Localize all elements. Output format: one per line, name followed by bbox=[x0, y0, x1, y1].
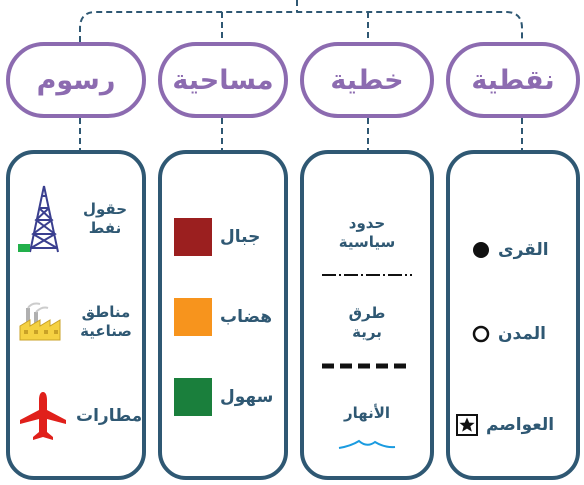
legend-industrial-zones: مناطق صناعية bbox=[18, 302, 136, 342]
open-circle-icon bbox=[472, 325, 490, 343]
legend-airports: مطارات bbox=[18, 390, 142, 442]
roads-label: طرق برية bbox=[348, 304, 386, 341]
oil-fields-label: حقول نفط bbox=[82, 200, 128, 237]
header-linear-label: خطية bbox=[330, 64, 404, 96]
plateaus-swatch bbox=[174, 298, 212, 336]
header-point: نقطية bbox=[446, 42, 580, 118]
river-line-icon bbox=[338, 439, 396, 449]
legend-villages: القرى bbox=[472, 240, 549, 260]
airports-label: مطارات bbox=[76, 406, 143, 426]
factory-icon bbox=[19, 302, 61, 341]
header-point-label: نقطية bbox=[471, 64, 555, 96]
road-line-icon bbox=[322, 363, 412, 369]
header-linear: خطية bbox=[300, 42, 434, 118]
star-box-icon bbox=[456, 414, 478, 436]
header-drawings-label: رسوم bbox=[36, 64, 116, 96]
panel-drawings: حقول نفط مناطق صناعية مطارات bbox=[6, 150, 146, 480]
header-areal-label: مساحية bbox=[172, 64, 274, 96]
panel-areal: جبال هضاب سهول bbox=[158, 150, 288, 480]
legend-plateaus: هضاب bbox=[174, 298, 272, 336]
mountains-swatch bbox=[174, 218, 212, 256]
cities-label: المدن bbox=[498, 324, 546, 344]
legend-capitals: العواصم bbox=[456, 414, 554, 436]
villages-label: القرى bbox=[498, 240, 549, 260]
oil-derrick-icon bbox=[18, 185, 59, 253]
panel-point: القرى المدن العواصم bbox=[446, 150, 580, 480]
plains-swatch bbox=[174, 378, 212, 416]
legend-mountains: جبال bbox=[174, 218, 260, 256]
mountains-label: جبال bbox=[220, 227, 261, 247]
panel-linear: حدود سياسية طرق برية الأنهار bbox=[300, 150, 434, 480]
legend-plains: سهول bbox=[174, 378, 273, 416]
border-line-icon bbox=[322, 274, 412, 276]
industrial-zones-label: مناطق صناعية bbox=[80, 303, 132, 340]
rivers-label: الأنهار bbox=[343, 404, 391, 422]
airplane-icon bbox=[20, 392, 66, 440]
plains-label: سهول bbox=[220, 387, 274, 407]
legend-oil-fields: حقول نفط bbox=[18, 184, 132, 254]
plateaus-label: هضاب bbox=[220, 307, 273, 327]
capitals-label: العواصم bbox=[486, 415, 555, 435]
filled-circle-icon bbox=[473, 242, 489, 258]
political-borders-label: حدود سياسية bbox=[338, 214, 396, 251]
legend-cities: المدن bbox=[472, 324, 546, 344]
header-areal: مساحية bbox=[158, 42, 288, 118]
header-drawings: رسوم bbox=[6, 42, 146, 118]
